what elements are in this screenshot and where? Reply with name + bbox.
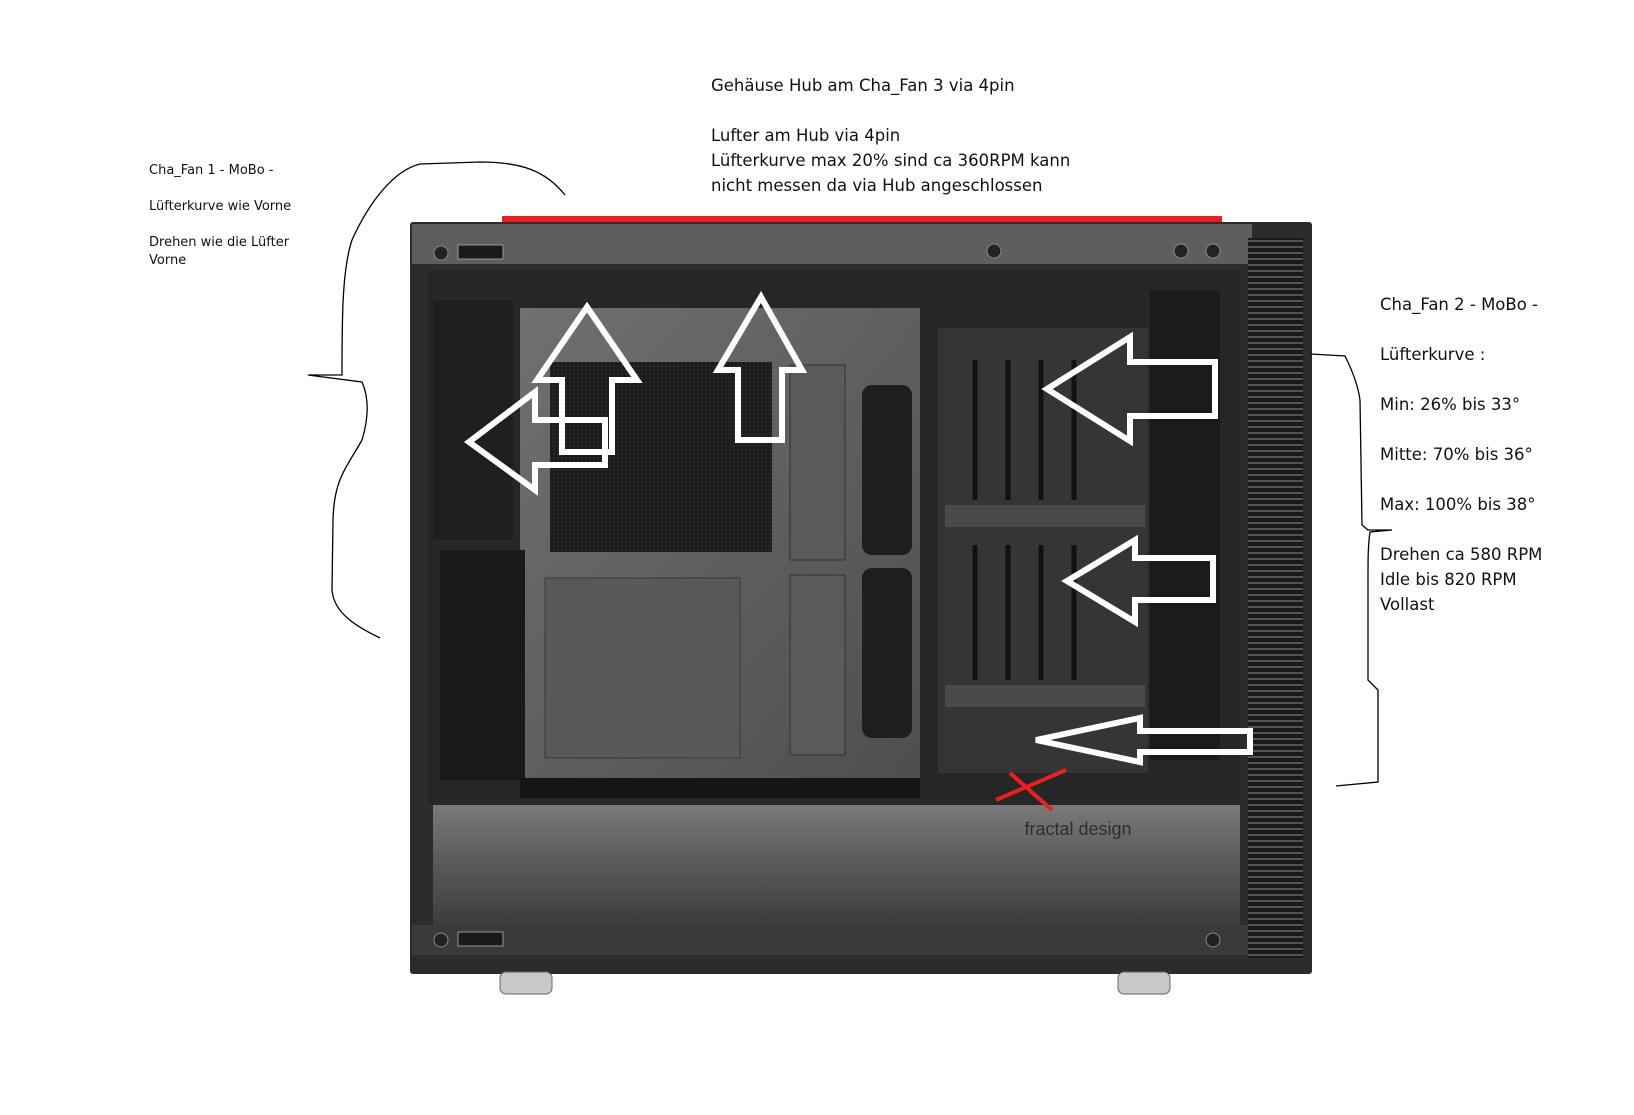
airflow-arrow-up-2 (712, 290, 808, 443)
fan-curve-max: Max: 100% bis 38° (1380, 495, 1536, 514)
left-annotation: Cha_Fan 1 - MoBo - Lüfterkurve wie Vorne… (149, 162, 291, 270)
pc-case: fractal design (410, 216, 1312, 995)
rpm-line: Idle bis 820 RPM (1380, 570, 1517, 589)
left-annotation-line: Vorne (149, 253, 187, 268)
left-annotation-title: Cha_Fan 1 - MoBo - (149, 163, 274, 178)
fan-curve-min: Min: 26% bis 33° (1380, 395, 1521, 414)
left-brace (307, 161, 566, 639)
top-annotation: Gehäuse Hub am Cha_Fan 3 via 4pin Lufter… (711, 73, 1070, 198)
case-foot (1117, 971, 1171, 995)
top-annotation-line: nicht messen da via Hub angeschlossen (711, 176, 1043, 195)
right-brace (1310, 353, 1393, 787)
airflow-arrow-left-front-2 (1061, 534, 1216, 628)
top-annotation-line: Lüfterkurve max 20% sind ca 360RPM kann (711, 151, 1071, 170)
brand-logo: fractal design (1024, 819, 1131, 839)
airflow-arrow-left-front-3 (1035, 714, 1253, 766)
rpm-line: Vollast (1380, 595, 1435, 614)
fan-curve-mid: Mitte: 70% bis 36° (1380, 445, 1533, 464)
airflow-arrow-up-1 (531, 301, 643, 455)
fan-curve-label: Lüfterkurve : (1380, 345, 1486, 364)
right-annotation: Cha_Fan 2 - MoBo - Lüfterkurve : Min: 26… (1380, 292, 1542, 617)
top-annotation-line: Lufter am Hub via 4pin (711, 126, 901, 145)
airflow-arrow-left-front-1 (1041, 331, 1218, 447)
top-annotation-title: Gehäuse Hub am Cha_Fan 3 via 4pin (711, 76, 1015, 95)
red-highlight-bar (502, 216, 1222, 222)
rpm-line: Drehen ca 580 RPM (1380, 545, 1543, 564)
left-annotation-line: Drehen wie die Lüfter (149, 235, 290, 250)
red-x-mark (995, 768, 1067, 812)
case-foot (499, 971, 553, 995)
airflow-arrow-left-rear (463, 385, 608, 496)
right-annotation-title: Cha_Fan 2 - MoBo - (1380, 295, 1539, 314)
left-annotation-line: Lüfterkurve wie Vorne (149, 199, 292, 214)
